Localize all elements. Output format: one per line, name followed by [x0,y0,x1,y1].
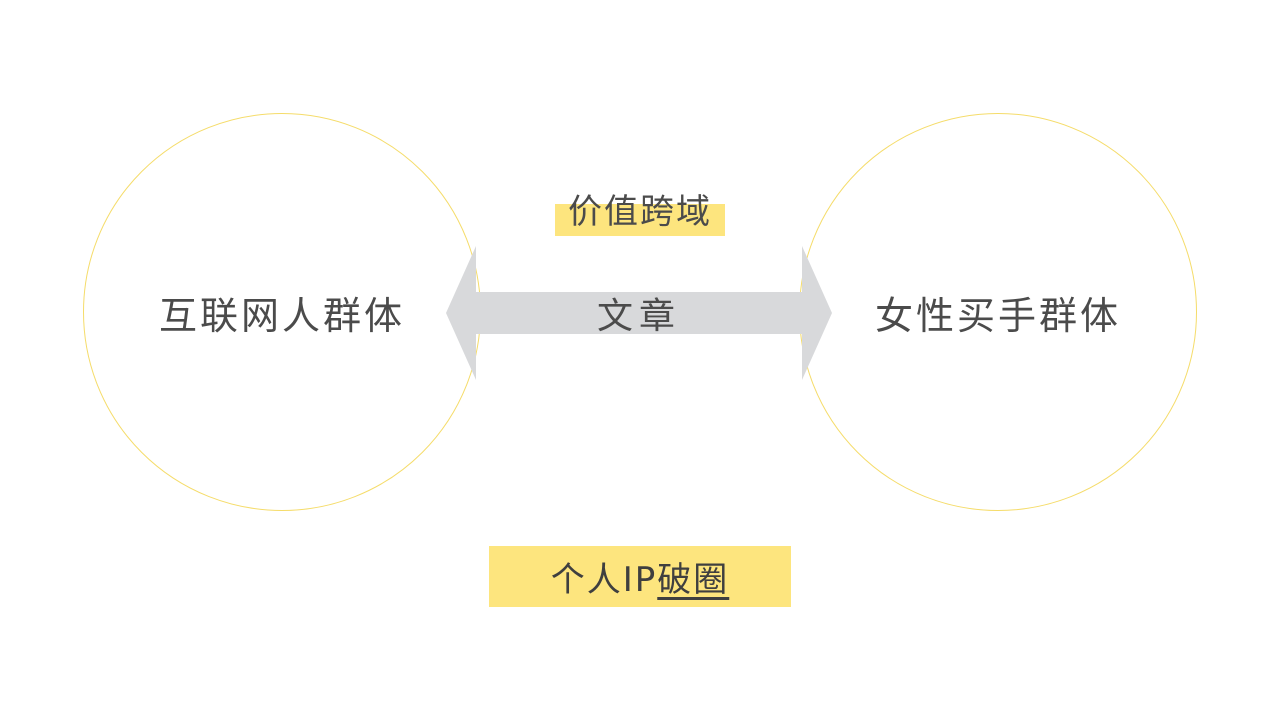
left-group-label: 互联网人群体 [158,293,405,338]
value-crossover-tag: 价值跨域 [555,180,725,236]
connector-label: 文章 [596,296,681,337]
left-group-circle: 互联网人群体 [83,113,481,511]
highlight-bar [555,204,725,236]
ip-breakout-underlined: 破圈 [657,560,730,600]
right-group-label: 女性买手群体 [874,293,1121,338]
double-arrow-icon [446,246,832,380]
value-crossover-label: 价值跨域 [568,191,712,232]
right-group-circle: 女性买手群体 [799,113,1197,511]
ip-breakout-prefix: 个人IP [550,560,658,600]
